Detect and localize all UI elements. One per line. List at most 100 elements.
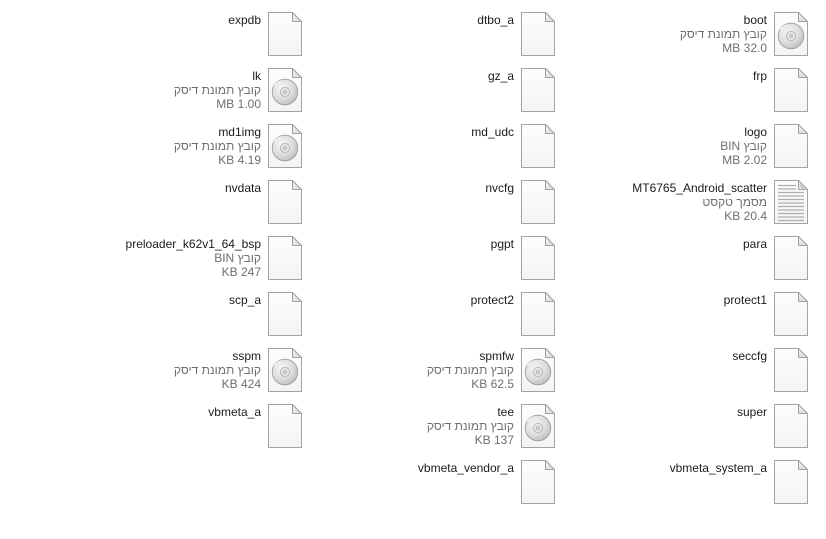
file-size: 247 KB [221,265,261,279]
generic-file-icon [514,290,562,338]
disc-image-file-icon [514,346,562,394]
file-text: super [562,402,767,419]
file-tile[interactable]: md_udc [309,122,562,170]
file-type: קובץ תמונת דיסק [679,27,767,41]
disc-image-file-icon [767,10,815,58]
file-tile[interactable]: frp [562,66,815,114]
file-name: spmfw [479,349,514,363]
file-text: nvdata [56,178,261,195]
file-text: protect2 [309,290,514,307]
file-text: boot קובץ תמונת דיסק 32.0 MB [562,10,767,55]
generic-file-icon [767,458,815,506]
generic-file-icon [514,178,562,226]
file-tile[interactable]: MT6765_Android_scatter מסמך טקסט 20.4 KB [562,178,815,226]
file-size: 20.4 KB [724,209,767,223]
generic-file-icon [767,234,815,282]
file-tile[interactable]: vbmeta_vendor_a [309,458,562,506]
file-tile[interactable]: seccfg [562,346,815,394]
file-text: sspm קובץ תמונת דיסק 424 KB [56,346,261,391]
generic-file-icon [261,234,309,282]
file-type: קובץ תמונת דיסק [173,363,261,377]
file-name: seccfg [732,349,767,363]
generic-file-icon [514,66,562,114]
file-text: scp_a [56,290,261,307]
file-text: vbmeta_system_a [562,458,767,475]
file-name: vbmeta_vendor_a [417,461,514,475]
file-tile[interactable]: md1img קובץ תמונת דיסק 4.19 KB [56,122,309,170]
file-text: dtbo_a [309,10,514,27]
generic-file-icon [261,10,309,58]
file-name: gz_a [487,69,514,83]
generic-file-icon [514,10,562,58]
file-type: קובץ BIN [720,139,767,153]
file-tile[interactable]: pgpt [309,234,562,282]
file-name: lk [252,69,261,83]
generic-file-icon [514,234,562,282]
file-name: vbmeta_system_a [669,461,767,475]
disc-image-file-icon [261,122,309,170]
file-name: preloader_k62v1_64_bsp [125,237,261,251]
text-document-file-icon [767,178,815,226]
file-name: frp [752,69,767,83]
file-tile[interactable]: super [562,402,815,450]
file-tile[interactable]: vbmeta_a [56,402,309,450]
file-name: MT6765_Android_scatter [632,181,767,195]
file-name: logo [744,125,767,139]
file-text: gz_a [309,66,514,83]
file-tile[interactable]: gz_a [309,66,562,114]
generic-file-icon [767,346,815,394]
file-tile[interactable]: lk קובץ תמונת דיסק 1.00 MB [56,66,309,114]
file-text: tee קובץ תמונת דיסק 137 KB [309,402,514,447]
file-tile[interactable]: dtbo_a [309,10,562,58]
file-tile[interactable]: protect2 [309,290,562,338]
file-tile[interactable]: vbmeta_system_a [562,458,815,506]
generic-file-icon [767,290,815,338]
file-text: pgpt [309,234,514,251]
file-tile[interactable]: sspm קובץ תמונת דיסק 424 KB [56,346,309,394]
file-tile[interactable]: nvdata [56,178,309,226]
generic-file-icon [261,402,309,450]
file-text: lk קובץ תמונת דיסק 1.00 MB [56,66,261,111]
file-text: preloader_k62v1_64_bsp קובץ BIN 247 KB [56,234,261,279]
file-tile[interactable]: tee קובץ תמונת דיסק 137 KB [309,402,562,450]
file-name: para [742,237,767,251]
file-name: pgpt [490,237,514,251]
file-grid: boot קובץ תמונת דיסק 32.0 MB dtbo_a expd… [56,10,815,506]
file-tile[interactable]: expdb [56,10,309,58]
file-tile[interactable]: nvcfg [309,178,562,226]
file-type: קובץ תמונת דיסק [173,83,261,97]
file-text: seccfg [562,346,767,363]
file-text: frp [562,66,767,83]
file-tile[interactable]: preloader_k62v1_64_bsp קובץ BIN 247 KB [56,234,309,282]
file-name: nvcfg [485,181,514,195]
disc-image-file-icon [514,402,562,450]
file-tile[interactable]: scp_a [56,290,309,338]
generic-file-icon [767,66,815,114]
file-text: expdb [56,10,261,27]
generic-file-icon [514,458,562,506]
file-size: 4.19 KB [218,153,261,167]
generic-file-icon [767,402,815,450]
file-tile[interactable]: spmfw קובץ תמונת דיסק 62.5 KB [309,346,562,394]
file-text: vbmeta_a [56,402,261,419]
file-text: vbmeta_vendor_a [309,458,514,475]
file-name: super [736,405,767,419]
file-size: 137 KB [474,433,514,447]
file-name: expdb [228,13,261,27]
file-type: קובץ BIN [214,251,261,265]
file-name: sspm [232,349,261,363]
file-name: protect2 [470,293,514,307]
file-size: 1.00 MB [216,97,261,111]
file-tile[interactable]: logo קובץ BIN 2.02 MB [562,122,815,170]
file-name: tee [497,405,514,419]
generic-file-icon [261,290,309,338]
file-name: md_udc [471,125,514,139]
file-tile[interactable]: boot קובץ תמונת דיסק 32.0 MB [562,10,815,58]
file-text: nvcfg [309,178,514,195]
file-text: logo קובץ BIN 2.02 MB [562,122,767,167]
file-tile[interactable]: protect1 [562,290,815,338]
file-name: md1img [218,125,261,139]
file-text: MT6765_Android_scatter מסמך טקסט 20.4 KB [562,178,767,223]
file-tile[interactable]: para [562,234,815,282]
disc-image-file-icon [261,346,309,394]
